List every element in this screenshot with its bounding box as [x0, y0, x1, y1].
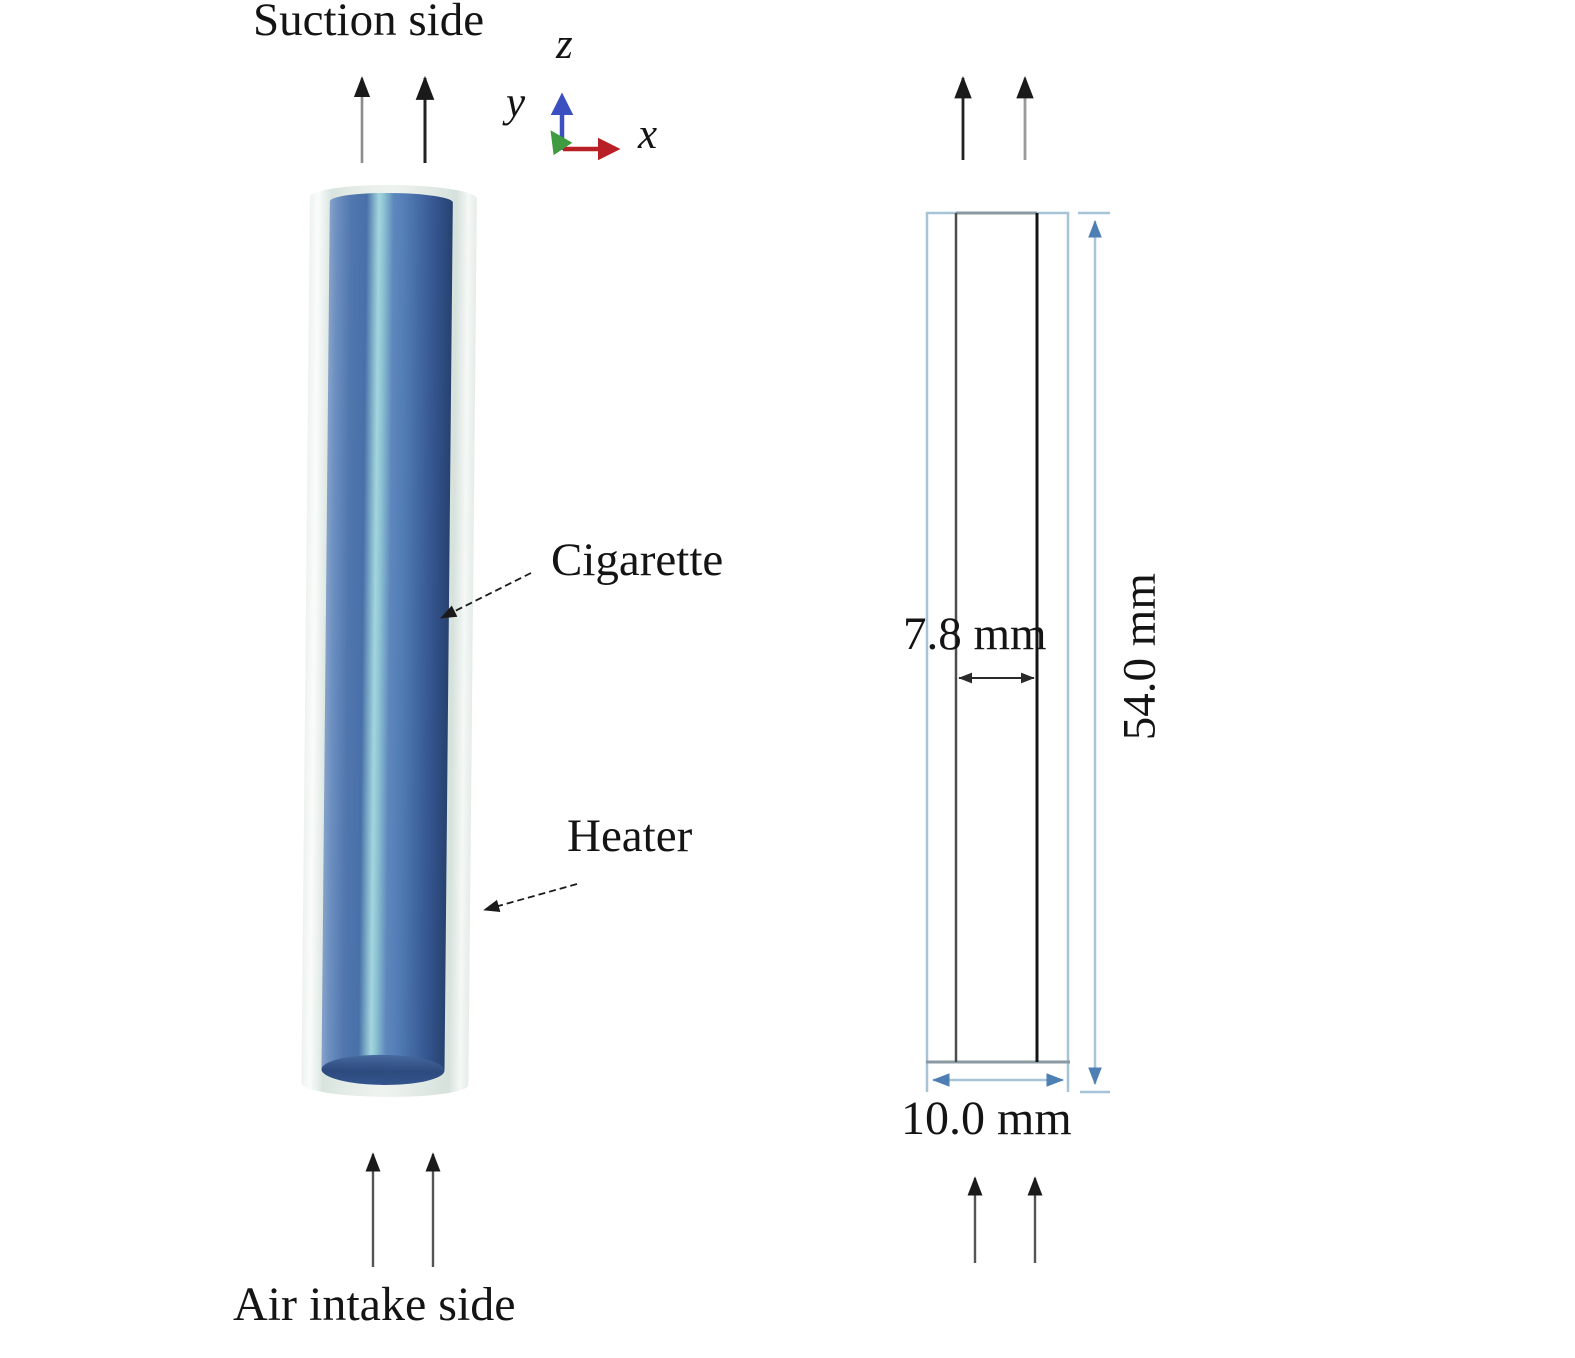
axis-y-arrow — [550, 130, 573, 156]
suction-side-label: Suction side — [253, 0, 485, 46]
air-intake-side-label: Air intake side — [233, 1278, 516, 1331]
axis-z-label: z — [556, 21, 573, 68]
heater-label: Heater — [567, 810, 693, 862]
cigarette-label: Cigarette — [551, 534, 724, 586]
axis-x-label: x — [638, 111, 658, 158]
inner-diameter-label: 7.8 mm — [903, 608, 1047, 660]
heater-arrow-icon — [483, 883, 578, 912]
cigarette-arrow-icon — [440, 572, 532, 619]
length-label: 54.0 mm — [1113, 573, 1166, 741]
outer-diameter-label: 10.0 mm — [901, 1092, 1072, 1145]
axis-y-label: y — [506, 79, 526, 126]
